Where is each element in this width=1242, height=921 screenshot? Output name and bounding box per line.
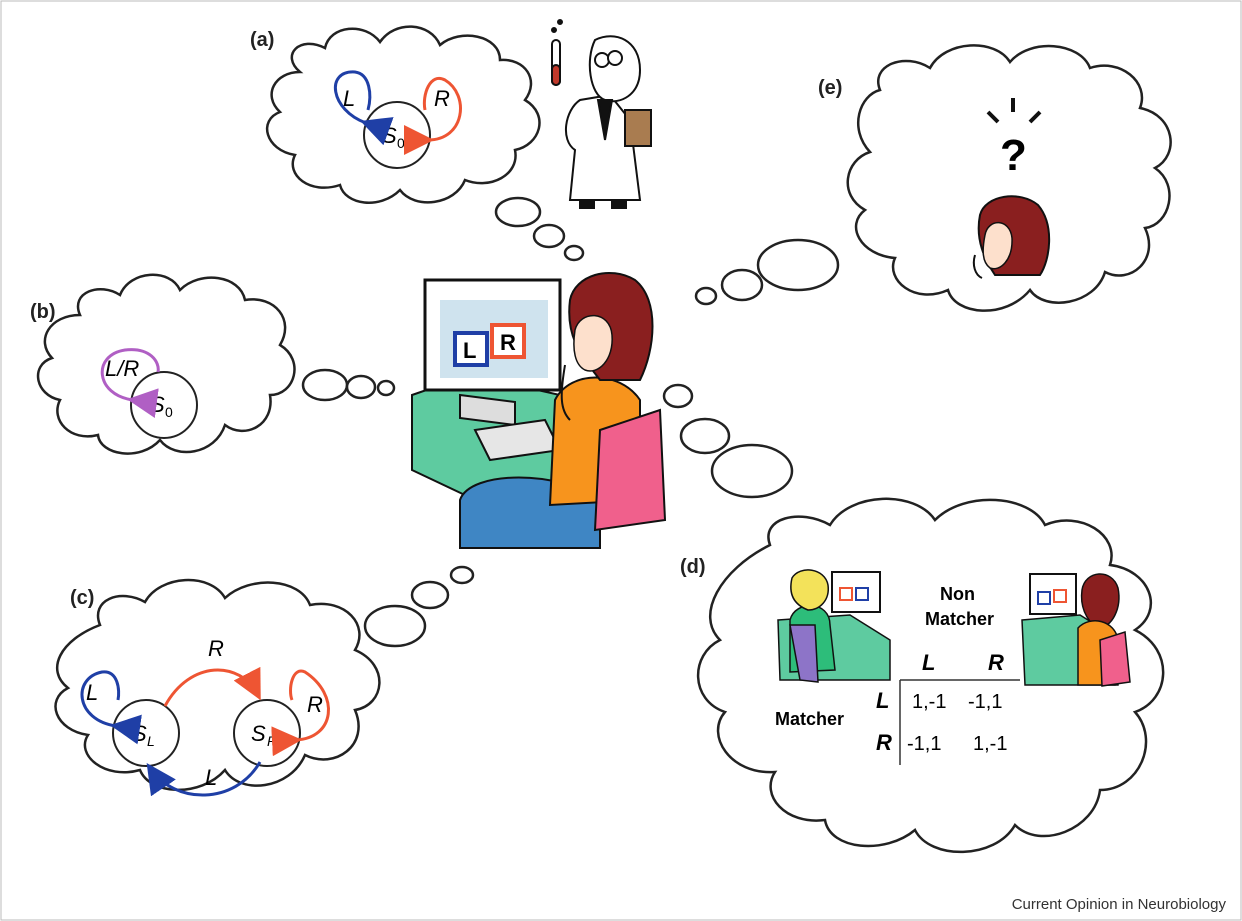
self-loop-left bbox=[333, 70, 394, 146]
loop-label-right: R bbox=[434, 86, 450, 111]
state-sub-sr: R bbox=[267, 733, 277, 749]
scientist-icon bbox=[551, 19, 652, 209]
state-sub-s0-b: 0 bbox=[165, 404, 173, 420]
non-matcher-figure-icon bbox=[1021, 573, 1131, 687]
state-diagram-b: S 0 L/R bbox=[100, 348, 198, 439]
non-matcher-label-line1: Non bbox=[940, 584, 975, 604]
cell-rl: -1,1 bbox=[907, 733, 941, 755]
monitor-key-l: L bbox=[463, 338, 476, 363]
arc-sl-to-sr bbox=[163, 666, 261, 707]
arc-sr-to-sl bbox=[146, 761, 262, 797]
state-label-s0: S bbox=[382, 123, 397, 148]
panel-c-label: (c) bbox=[70, 587, 94, 609]
self-loop-lr bbox=[100, 348, 160, 419]
row-header-l: L bbox=[876, 688, 889, 713]
loop-sr bbox=[271, 669, 330, 757]
cell-rr: 1,-1 bbox=[973, 733, 1007, 755]
loop-sl bbox=[80, 670, 142, 745]
cell-ll: 1,-1 bbox=[912, 691, 946, 713]
state-label-sl: S bbox=[132, 721, 147, 746]
state-label-s0-b: S bbox=[150, 392, 165, 417]
panel-b-label: (b) bbox=[30, 301, 56, 323]
loop-label-left: L bbox=[343, 86, 355, 111]
state-label-sr: S bbox=[251, 721, 266, 746]
loop-label-sr: R bbox=[307, 692, 323, 717]
monitor-key-r: R bbox=[500, 330, 516, 355]
woman-at-computer-icon: L R bbox=[411, 271, 667, 549]
panel-a-label: (a) bbox=[250, 29, 274, 51]
cloud-b bbox=[36, 273, 396, 455]
state-diagram-c: S L S R L R R L bbox=[80, 636, 330, 797]
row-header-r: R bbox=[876, 730, 892, 755]
matcher-label: Matcher bbox=[775, 709, 844, 729]
loop-label-lr: L/R bbox=[105, 356, 139, 381]
figure-credit: Current Opinion in Neurobiology bbox=[1011, 896, 1226, 913]
loop-label-sl: L bbox=[86, 680, 98, 705]
arc-label-bottom: L bbox=[205, 765, 217, 790]
state-sub-s0: 0 bbox=[397, 135, 405, 151]
state-sub-sl: L bbox=[147, 733, 155, 749]
col-header-l: L bbox=[922, 650, 935, 675]
woman-head-icon bbox=[972, 195, 1051, 279]
col-header-r: R bbox=[988, 650, 1004, 675]
cell-lr: -1,1 bbox=[968, 691, 1002, 713]
arc-label-top: R bbox=[208, 636, 224, 661]
state-diagram-a: S 0 L R bbox=[333, 70, 462, 169]
cloud-e bbox=[694, 44, 1172, 312]
matcher-figure-icon bbox=[777, 569, 891, 683]
panel-d-label: (d) bbox=[680, 556, 706, 578]
non-matcher-label-line2: Matcher bbox=[925, 609, 994, 629]
self-loop-right bbox=[403, 76, 462, 156]
question-mark: ? bbox=[1000, 131, 1027, 180]
question-mark-icon: ? bbox=[986, 98, 1042, 180]
panel-e-label: (e) bbox=[818, 77, 842, 99]
payoff-matrix: Non Matcher Matcher L R L R 1,-1 -1,1 -1… bbox=[775, 584, 1020, 765]
